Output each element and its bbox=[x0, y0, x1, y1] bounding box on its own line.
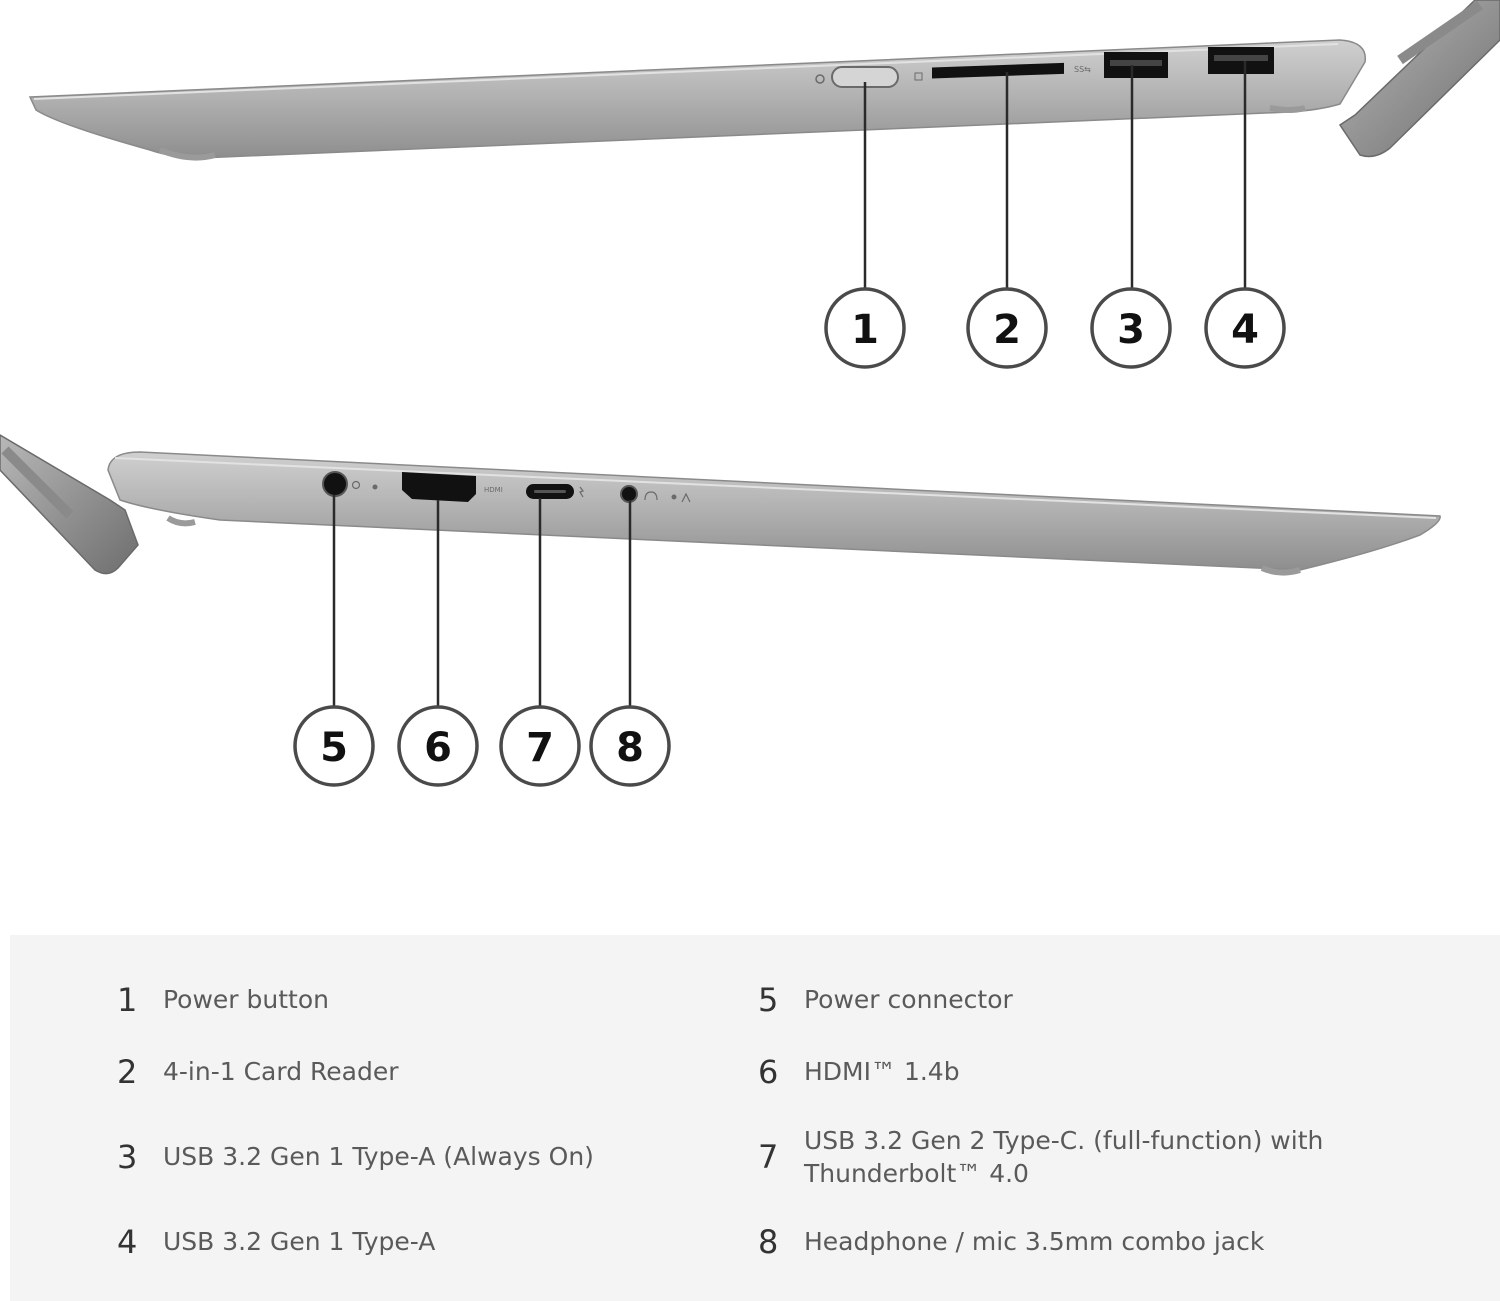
legend-item-3: 3 USB 3.2 Gen 1 Type-A (Always On) bbox=[117, 1140, 594, 1174]
foot-right bbox=[1269, 105, 1306, 113]
svg-text:4: 4 bbox=[1231, 307, 1259, 353]
legend-number: 4 bbox=[117, 1223, 138, 1261]
callout-1: 1 bbox=[824, 287, 906, 369]
legend-item-6: 6 HDMI™ 1.4b bbox=[758, 1055, 960, 1089]
svg-text:SS⇆: SS⇆ bbox=[1074, 65, 1091, 74]
legend-label: USB 3.2 Gen 1 Type-A bbox=[163, 1227, 436, 1256]
usb-a-port-1-tongue bbox=[1110, 60, 1162, 66]
foot-left bbox=[158, 147, 216, 161]
legend-label: USB 3.2 Gen 1 Type-A (Always On) bbox=[163, 1142, 594, 1171]
legend-label: 4-in-1 Card Reader bbox=[163, 1057, 399, 1086]
laptop-port-diagram: SS⇆ 1 2 3 4 bbox=[0, 0, 1500, 787]
card-reader-icon bbox=[914, 72, 923, 81]
callout-2: 2 bbox=[966, 287, 1048, 369]
legend-number: 5 bbox=[758, 981, 779, 1019]
legend-number: 2 bbox=[117, 1053, 138, 1091]
callout-7: 7 bbox=[499, 705, 581, 787]
legend-label: USB 3.2 Gen 2 Type-C. (full-function) wi… bbox=[804, 1126, 1324, 1188]
callout-5: 5 bbox=[293, 705, 375, 787]
legend-number: 1 bbox=[117, 981, 138, 1019]
legend-number: 8 bbox=[758, 1223, 779, 1261]
legend-panel: 1 Power button 2 4-in-1 Card Reader 3 US… bbox=[10, 935, 1500, 1301]
callout-3: 3 bbox=[1090, 287, 1172, 369]
svg-text:3: 3 bbox=[1117, 307, 1145, 353]
hinge-right bbox=[1338, 0, 1500, 158]
svg-text:HDMI: HDMI bbox=[484, 486, 503, 494]
usb-c-port-tongue bbox=[534, 490, 566, 493]
callout-6: 6 bbox=[397, 705, 479, 787]
legend-label: Headphone / mic 3.5mm combo jack bbox=[804, 1227, 1265, 1256]
foot-left-b bbox=[166, 515, 196, 527]
hinge-left bbox=[0, 434, 139, 575]
svg-text:2: 2 bbox=[993, 307, 1021, 353]
laptop-left-side: HDMI bbox=[0, 434, 1441, 576]
lid-right bbox=[1397, 0, 1483, 65]
legend-number: 6 bbox=[758, 1053, 779, 1091]
svg-text:1: 1 bbox=[851, 307, 879, 353]
callout-4: 4 bbox=[1204, 287, 1286, 369]
legend-item-7: 7 USB 3.2 Gen 2 Type-C. (full-function) … bbox=[758, 1124, 1323, 1190]
callout-8: 8 bbox=[589, 705, 671, 787]
audio-jack-icon bbox=[644, 491, 691, 503]
legend-item-2: 2 4-in-1 Card Reader bbox=[117, 1055, 399, 1089]
legend-item-8: 8 Headphone / mic 3.5mm combo jack bbox=[758, 1225, 1264, 1259]
legend-label: Power connector bbox=[804, 985, 1013, 1014]
lid-left bbox=[1, 446, 74, 519]
power-icon bbox=[815, 74, 825, 84]
hdmi-icon: HDMI bbox=[484, 486, 503, 494]
svg-text:5: 5 bbox=[320, 725, 348, 771]
usb-c-icon bbox=[579, 486, 584, 498]
legend-label: HDMI™ 1.4b bbox=[804, 1057, 960, 1086]
usb-a-port-2-tongue bbox=[1214, 55, 1268, 61]
legend-item-5: 5 Power connector bbox=[758, 983, 1013, 1017]
hdmi-port bbox=[402, 472, 476, 502]
audio-jack bbox=[620, 485, 638, 503]
foot-right-b bbox=[1260, 565, 1301, 576]
legend-number: 7 bbox=[758, 1138, 779, 1176]
usb-a-port-icon: SS⇆ bbox=[1074, 65, 1091, 74]
svg-text:7: 7 bbox=[526, 725, 554, 771]
legend-item-1: 1 Power button bbox=[117, 983, 329, 1017]
svg-text:6: 6 bbox=[424, 725, 452, 771]
svg-text:8: 8 bbox=[616, 725, 644, 771]
card-reader-slot bbox=[932, 62, 1064, 79]
chassis-left bbox=[107, 451, 1441, 571]
legend-number: 3 bbox=[117, 1138, 138, 1176]
dc-in-port bbox=[322, 471, 348, 497]
legend-label: Power button bbox=[163, 985, 329, 1014]
laptop-right-side: SS⇆ bbox=[28, 0, 1500, 161]
chassis-left-highlight bbox=[114, 457, 1437, 519]
legend-item-4: 4 USB 3.2 Gen 1 Type-A bbox=[117, 1225, 435, 1259]
dc-in-icon bbox=[351, 480, 378, 490]
